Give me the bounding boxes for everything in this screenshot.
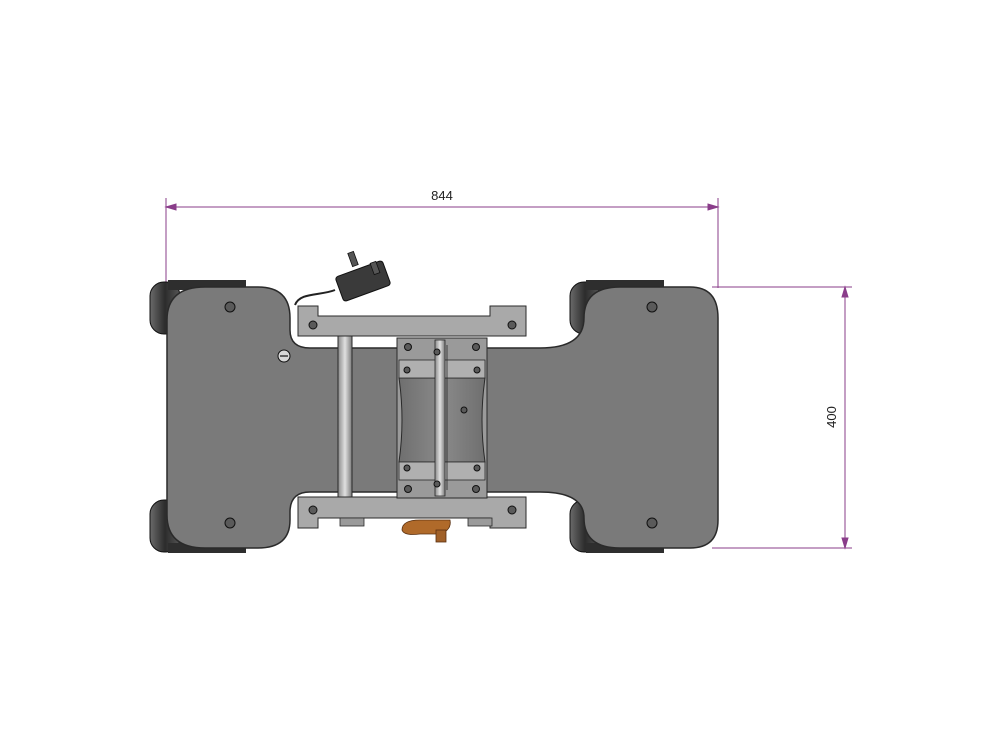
- height-dimension-label: 400: [824, 406, 839, 428]
- frame-bottom: [297, 496, 527, 529]
- screw: [646, 517, 658, 529]
- knob: [277, 349, 291, 363]
- foot-pedal: [401, 519, 451, 543]
- screw: [473, 366, 481, 374]
- height-arrow-bottom: [841, 537, 849, 550]
- screw: [404, 343, 412, 351]
- screw: [473, 464, 481, 472]
- height-dimension: [712, 285, 852, 550]
- screw: [224, 301, 236, 313]
- screw: [460, 406, 468, 414]
- screw: [472, 343, 480, 351]
- screw: [308, 320, 318, 330]
- screw: [224, 517, 236, 529]
- center-mechanism: [396, 337, 488, 499]
- screw: [404, 485, 412, 493]
- screws: [224, 301, 658, 529]
- height-arrow-top: [841, 285, 849, 298]
- screw: [507, 505, 517, 515]
- screw: [433, 480, 441, 488]
- side-rod: [337, 335, 353, 498]
- screw: [472, 485, 480, 493]
- width-arrow-right: [707, 203, 720, 211]
- screw: [646, 301, 658, 313]
- screw: [403, 464, 411, 472]
- screw: [308, 505, 318, 515]
- screw: [433, 348, 441, 356]
- power-adapter: [294, 250, 391, 306]
- screw: [403, 366, 411, 374]
- width-dimension-label: 844: [431, 188, 453, 203]
- frame-top: [297, 305, 527, 337]
- width-arrow-left: [164, 203, 177, 211]
- screw: [507, 320, 517, 330]
- width-dimension: [164, 198, 720, 288]
